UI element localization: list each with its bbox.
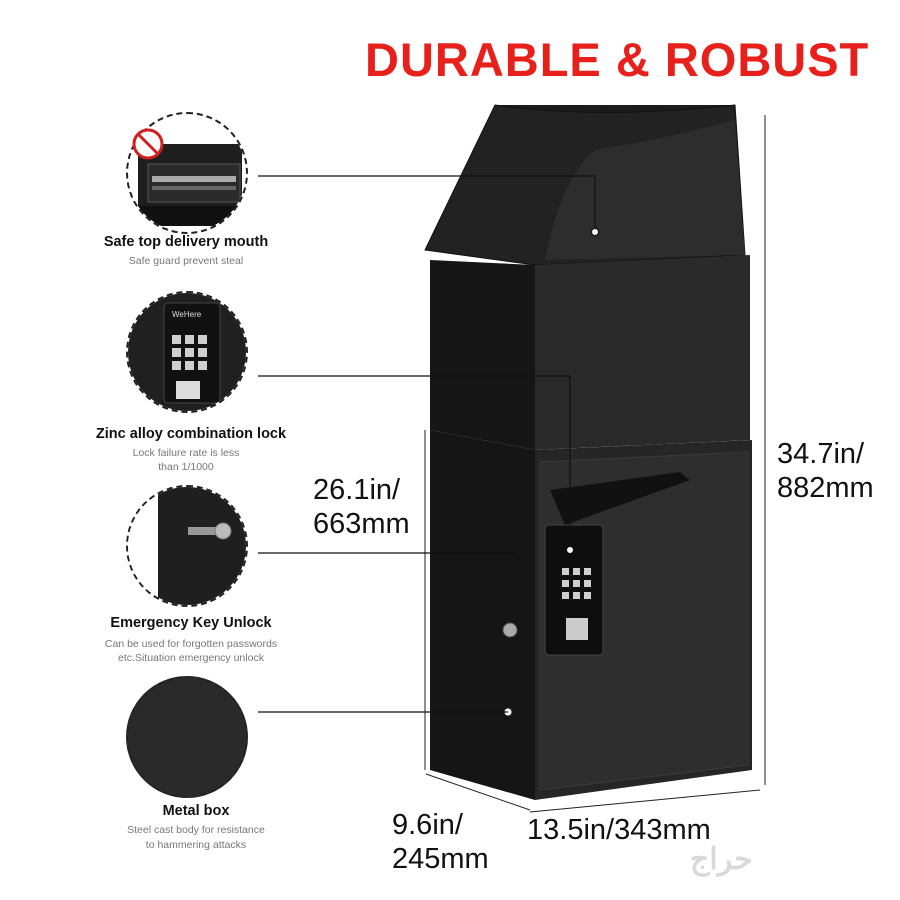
feature-desc: than 1/1000	[158, 461, 214, 473]
box-lower-side	[430, 430, 535, 800]
feature-desc: Can be used for forgotten passwords	[104, 638, 278, 650]
total-height-label: 34.7in/ 882mm	[777, 438, 874, 504]
side-key-lock	[502, 622, 518, 638]
watermark-logo: حراج	[690, 843, 753, 876]
box-upper-side	[430, 260, 535, 450]
key-lock-closeup	[126, 485, 248, 607]
headline: DURABLE & ROBUST	[365, 33, 870, 86]
door-keypad	[544, 524, 604, 656]
no-hand-icon	[132, 128, 164, 160]
width-label: 13.5in/343mm	[527, 814, 711, 846]
door-handle	[550, 472, 690, 525]
front-height-label: 26.1in/ 663mm	[313, 474, 410, 540]
feature-desc: Safe guard prevent steal	[128, 255, 244, 267]
feature-title: Zinc alloy combination lock	[95, 426, 287, 442]
feature-desc: etc.Situation emergency unlock	[118, 652, 264, 664]
metal-closeup	[126, 676, 248, 798]
feature-title: Safe top delivery mouth	[103, 234, 269, 250]
feature-title: Metal box	[162, 803, 230, 819]
feature-desc: Lock failure rate is less	[132, 447, 240, 459]
feature-desc: Steel cast body for resistance	[127, 824, 265, 836]
feature-title: Emergency Key Unlock	[110, 615, 272, 631]
keypad-closeup	[126, 291, 248, 413]
box-upper-front	[535, 255, 750, 450]
feature-desc: to hammering attacks	[145, 839, 247, 851]
keypad-brand-label: WeHere	[172, 310, 202, 319]
depth-label: 9.6in/ 245mm	[392, 809, 489, 875]
